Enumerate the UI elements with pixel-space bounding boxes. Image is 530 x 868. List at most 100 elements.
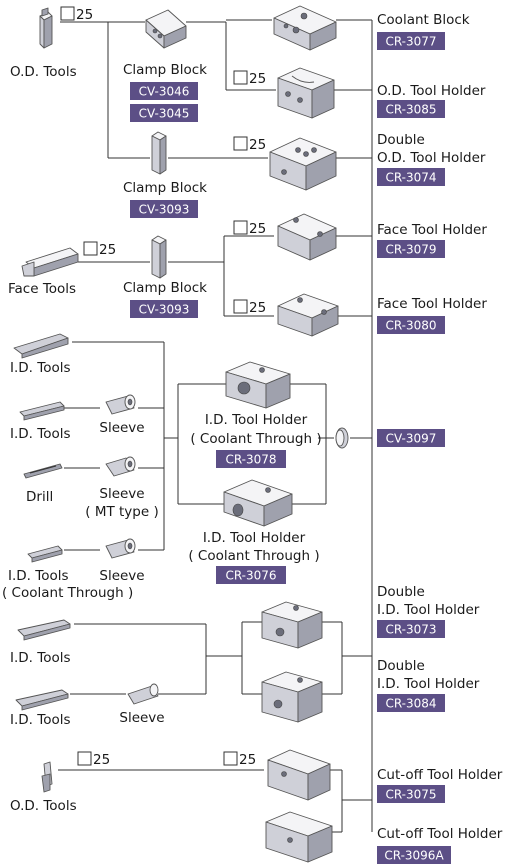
id-tools-label: I.D. Tools xyxy=(10,426,71,442)
od-tool-holder-label: O.D. Tool Holder xyxy=(377,83,486,99)
part-number-badge: CR-3074 xyxy=(377,168,445,186)
svg-text:CR-3078: CR-3078 xyxy=(225,453,276,467)
cutoff-tool-holder-icon xyxy=(265,811,333,863)
double-id-tool-holder-label: I.D. Tool Holder xyxy=(377,676,480,692)
coolant-block-label: Coolant Block xyxy=(377,12,470,28)
id-tools-label: I.D. Tools xyxy=(10,712,71,728)
part-number-badge: CR-3085 xyxy=(377,100,445,118)
svg-text:CV-3093: CV-3093 xyxy=(139,303,190,317)
svg-text:CR-3085: CR-3085 xyxy=(385,103,436,117)
coolant-through-label: ( Coolant Through ) xyxy=(2,585,133,601)
part-number-badge: CR-3084 xyxy=(377,694,445,712)
svg-text:CV-3097: CV-3097 xyxy=(386,432,437,446)
part-number-badge: CR-3076 xyxy=(216,566,286,584)
square-25-marker: 25 xyxy=(77,751,110,768)
svg-text:CR-3096A: CR-3096A xyxy=(384,849,444,863)
double-id-tool-holder-icon xyxy=(261,671,323,723)
face-tool-holder-icon xyxy=(277,213,337,261)
id-tools-label: I.D. Tools xyxy=(10,650,71,666)
coolant-block-icon xyxy=(273,5,337,51)
sleeve-label: Sleeve xyxy=(99,486,144,502)
svg-text:CR-3075: CR-3075 xyxy=(385,788,436,802)
svg-text:25: 25 xyxy=(93,752,110,768)
part-number-badge: CR-3078 xyxy=(216,450,286,468)
svg-text:CV-3045: CV-3045 xyxy=(139,107,190,121)
svg-text:25: 25 xyxy=(99,242,116,258)
square-25-marker: 25 xyxy=(233,136,266,153)
drill-label: Drill xyxy=(26,489,53,505)
id-tools-label: I.D. Tools xyxy=(8,568,69,584)
svg-text:25: 25 xyxy=(249,71,266,87)
id-tool-coolant-icon xyxy=(27,545,63,563)
part-number-badge: CV-3046 xyxy=(130,82,198,100)
svg-text:25: 25 xyxy=(239,752,256,768)
square-25-marker: 25 xyxy=(233,299,266,316)
clamp-block-tall-icon xyxy=(151,235,167,279)
square-25-marker: 25 xyxy=(233,220,266,237)
svg-text:CR-3076: CR-3076 xyxy=(225,569,276,583)
part-number-badge: CV-3097 xyxy=(377,429,445,447)
od-tool-holder-icon xyxy=(277,67,335,119)
sleeve-icon xyxy=(105,538,136,559)
clamp-block-icon xyxy=(145,9,187,49)
mt-type-label: ( MT type ) xyxy=(85,504,158,520)
square-25-marker: 25 xyxy=(223,751,256,768)
id-tool-holder-icon xyxy=(223,479,293,527)
id-tool-icon xyxy=(17,619,71,641)
id-tool-holder-label: I.D. Tool Holder xyxy=(205,412,308,428)
square-25-marker: 25 xyxy=(60,6,93,23)
coolant-through-label: ( Coolant Through ) xyxy=(188,548,319,564)
sleeve-label: Sleeve xyxy=(119,710,164,726)
coupling-icon xyxy=(335,427,349,449)
cutoff-tool-holder-label: Cut-off Tool Holder xyxy=(377,767,503,783)
double-label: Double xyxy=(377,132,425,148)
clamp-block-label: Clamp Block xyxy=(123,280,207,296)
svg-text:CR-3077: CR-3077 xyxy=(385,35,436,49)
part-number-badge: CV-3045 xyxy=(130,104,198,122)
id-tool-holder-icon xyxy=(225,361,291,409)
part-number-badge: CR-3073 xyxy=(377,620,445,638)
double-label: Double xyxy=(377,584,425,600)
double-od-tool-holder-icon xyxy=(269,137,337,191)
part-number-badge: CV-3093 xyxy=(130,300,198,318)
od-tools-label: O.D. Tools xyxy=(10,64,77,80)
part-number-badge: CR-3079 xyxy=(377,240,445,258)
double-id-tool-holder-icon xyxy=(261,601,323,649)
square-25-marker: 25 xyxy=(233,70,266,87)
double-label: Double xyxy=(377,658,425,674)
labels: O.D. Tools Clamp Block Clamp Block Clamp… xyxy=(2,12,503,842)
id-tool-icon xyxy=(15,689,69,711)
part-number-badge: CR-3075 xyxy=(377,785,445,803)
svg-text:CR-3073: CR-3073 xyxy=(385,623,436,637)
clamp-block-label: Clamp Block xyxy=(123,62,207,78)
coolant-through-label: ( Coolant Through ) xyxy=(190,431,321,447)
part-number-badge: CV-3093 xyxy=(130,200,198,218)
svg-text:CR-3084: CR-3084 xyxy=(385,697,436,711)
svg-text:25: 25 xyxy=(249,221,266,237)
face-tool-icon xyxy=(21,247,79,277)
od-tool-icon xyxy=(41,761,53,793)
sleeve-mt-icon xyxy=(105,456,136,477)
square-25-marker: 25 xyxy=(83,241,116,258)
svg-text:CR-3079: CR-3079 xyxy=(385,243,436,257)
id-tool-holder-label: I.D. Tool Holder xyxy=(203,530,306,546)
svg-text:CR-3080: CR-3080 xyxy=(385,319,436,333)
drill-icon xyxy=(23,463,63,479)
svg-text:CV-3046: CV-3046 xyxy=(139,85,190,99)
part-number-badge: CR-3077 xyxy=(377,32,445,50)
id-tool-icon xyxy=(13,333,69,359)
face-tool-holder-icon xyxy=(277,293,339,337)
sleeve-icon xyxy=(127,683,159,705)
svg-text:CR-3074: CR-3074 xyxy=(385,171,436,185)
face-tool-holder-label: Face Tool Holder xyxy=(377,222,487,238)
svg-text:25: 25 xyxy=(249,300,266,316)
od-tool-icon xyxy=(39,7,53,49)
clamp-block-tall-icon xyxy=(151,131,167,175)
sleeve-icon xyxy=(105,394,136,415)
clamp-block-label: Clamp Block xyxy=(123,180,207,196)
id-tools-label: I.D. Tools xyxy=(10,360,71,376)
id-tool-icon xyxy=(19,401,65,421)
svg-text:25: 25 xyxy=(249,137,266,153)
od-tools-label: O.D. Tools xyxy=(10,798,77,814)
